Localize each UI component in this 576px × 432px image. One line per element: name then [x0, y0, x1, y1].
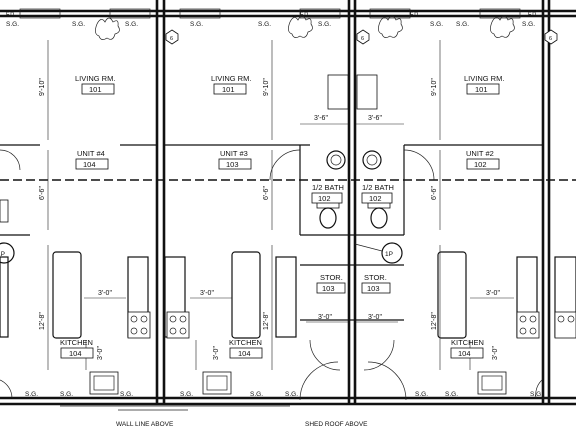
dim-counter: 3'-0" — [98, 290, 112, 297]
dim-counter: 3'-0" — [200, 290, 214, 297]
dim-lower-height: 12'-8" — [431, 312, 438, 330]
sg-tag: S.G. — [60, 391, 73, 398]
kitchen-sinks — [89, 371, 507, 395]
unit-2-labels: LIVING RM. 101 UNIT #2 102 1/2 BATH 102 … — [362, 74, 504, 358]
dim-living-height: 9'-10" — [431, 78, 438, 96]
top-windows — [19, 8, 521, 19]
toilets — [0, 199, 391, 229]
sg-tag: S.G. — [25, 391, 38, 398]
panel-tag-label: 1P — [0, 251, 5, 258]
dimension-lines — [47, 40, 514, 370]
dim-mid-height: 6'-6" — [39, 186, 46, 200]
horizontal-dimension-texts: 3'-6" 3'-6" 3'-0" 3'-0" 3'-0" 3'-0" 3'-0… — [98, 115, 500, 321]
sg-tag: S.G. — [285, 391, 298, 398]
dim-bath-width: 3'-6" — [314, 115, 328, 122]
living-room-number: 101 — [475, 85, 488, 94]
bath-label: 1/2 BATH — [362, 183, 394, 192]
dim-counter: 3'-0" — [368, 314, 382, 321]
sg-tag: S.G. — [318, 21, 331, 28]
keynote-number: 6 — [361, 36, 364, 42]
keynote-number: 6 — [170, 36, 173, 42]
kitchen-number: 104 — [458, 349, 471, 358]
dim-sink-clear: 3'-0" — [492, 346, 499, 360]
door-swings — [0, 149, 543, 401]
dim-living-height: 9'-10" — [39, 78, 46, 96]
bath-number: 102 — [369, 194, 382, 203]
unit-number: 104 — [83, 160, 96, 169]
sg-tag: S.G. — [415, 391, 428, 398]
living-room-number: 101 — [222, 85, 235, 94]
sg-tag: S.G. — [445, 391, 458, 398]
dim-lower-height: 12'-8" — [39, 312, 46, 330]
unit-3-labels: LIVING RM. 101 UNIT #3 103 1/2 BATH 102 … — [211, 74, 344, 358]
kitchen-label: KITCHEN — [229, 338, 262, 347]
living-room-label: LIVING RM. — [464, 74, 504, 83]
unit-number: 103 — [226, 160, 239, 169]
fd-tag: F.D. — [300, 12, 310, 18]
vertical-dimension-texts: 9'-10" 9'-10" 9'-10" 6'-6" 6'-6" 6'-6" 1… — [39, 78, 499, 360]
unit-label: UNIT #2 — [466, 149, 494, 158]
shrubs — [95, 15, 515, 40]
living-room-label: LIVING RM. — [75, 74, 115, 83]
kitchen-number: 104 — [238, 349, 251, 358]
fd-tag: F.D. — [6, 12, 16, 18]
dim-lower-height: 12'-8" — [263, 312, 270, 330]
sg-tag: S.G. — [180, 391, 193, 398]
fd-tags: F.D. F.D. F.D. F.D. — [6, 12, 538, 18]
unit-label: UNIT #4 — [77, 149, 105, 158]
dim-counter: 3'-0" — [318, 314, 332, 321]
unit-label: UNIT #3 — [220, 149, 248, 158]
sg-tag: S.G. — [258, 21, 271, 28]
sg-tag: S.G. — [190, 21, 203, 28]
storage-number: 103 — [322, 284, 335, 293]
keynote-tags: 6 6 6 — [165, 29, 558, 45]
dim-living-height: 9'-10" — [263, 78, 270, 96]
sg-tag: S.G. — [522, 21, 535, 28]
sg-tag: S.G. — [6, 21, 19, 28]
unit-4-labels: LIVING RM. 101 UNIT #4 104 KITCHEN 104 — [60, 74, 115, 358]
storage-label: STOR. — [320, 273, 343, 282]
panel-tag-label: 1P — [385, 251, 393, 258]
dim-counter: 3'-0" — [486, 290, 500, 297]
sg-tag: S.G. — [430, 21, 443, 28]
living-room-number: 101 — [89, 85, 102, 94]
living-room-label: LIVING RM. — [211, 74, 251, 83]
party-walls — [155, 0, 551, 404]
cooktops — [127, 311, 576, 339]
sg-tag: S.G. — [530, 391, 543, 398]
sg-tag: S.G. — [125, 21, 138, 28]
bottom-notes: WALL LINE ABOVE SHED ROOF ABOVE — [116, 409, 368, 428]
keynote-number: 6 — [549, 36, 552, 42]
dim-sink-clear: 3'-0" — [97, 346, 104, 360]
bath-number: 102 — [318, 194, 331, 203]
sg-tag: S.G. — [120, 391, 133, 398]
wall-line-note: WALL LINE ABOVE — [116, 421, 174, 428]
kitchen-label: KITCHEN — [451, 338, 484, 347]
bath-label: 1/2 BATH — [312, 183, 344, 192]
kitchen-label: KITCHEN — [60, 338, 93, 347]
lavatories — [326, 150, 382, 170]
chase-boxes — [327, 74, 378, 110]
sg-tag: S.G. — [456, 21, 469, 28]
room-number-boxes — [60, 83, 500, 359]
storage-number: 103 — [367, 284, 380, 293]
dim-mid-height: 6'-6" — [431, 186, 438, 200]
dim-sink-clear: 3'-0" — [213, 346, 220, 360]
storage-label: STOR. — [364, 273, 387, 282]
unit-number: 102 — [474, 160, 487, 169]
dim-mid-height: 6'-6" — [263, 186, 270, 200]
kitchen-number: 104 — [69, 349, 82, 358]
panel-tags: 1P 1P — [0, 242, 403, 264]
sg-tags: S.G. S.G. S.G. S.G. S.G. S.G. S.G. S.G. … — [6, 21, 543, 398]
sg-tag: S.G. — [72, 21, 85, 28]
fd-tag: F.D. — [410, 12, 420, 18]
fd-tag: F.D. — [528, 12, 538, 18]
shed-roof-note: SHED ROOF ABOVE — [305, 421, 368, 428]
cross-walls — [0, 144, 543, 321]
dim-bath-width: 3'-6" — [368, 115, 382, 122]
sg-tag: S.G. — [250, 391, 263, 398]
